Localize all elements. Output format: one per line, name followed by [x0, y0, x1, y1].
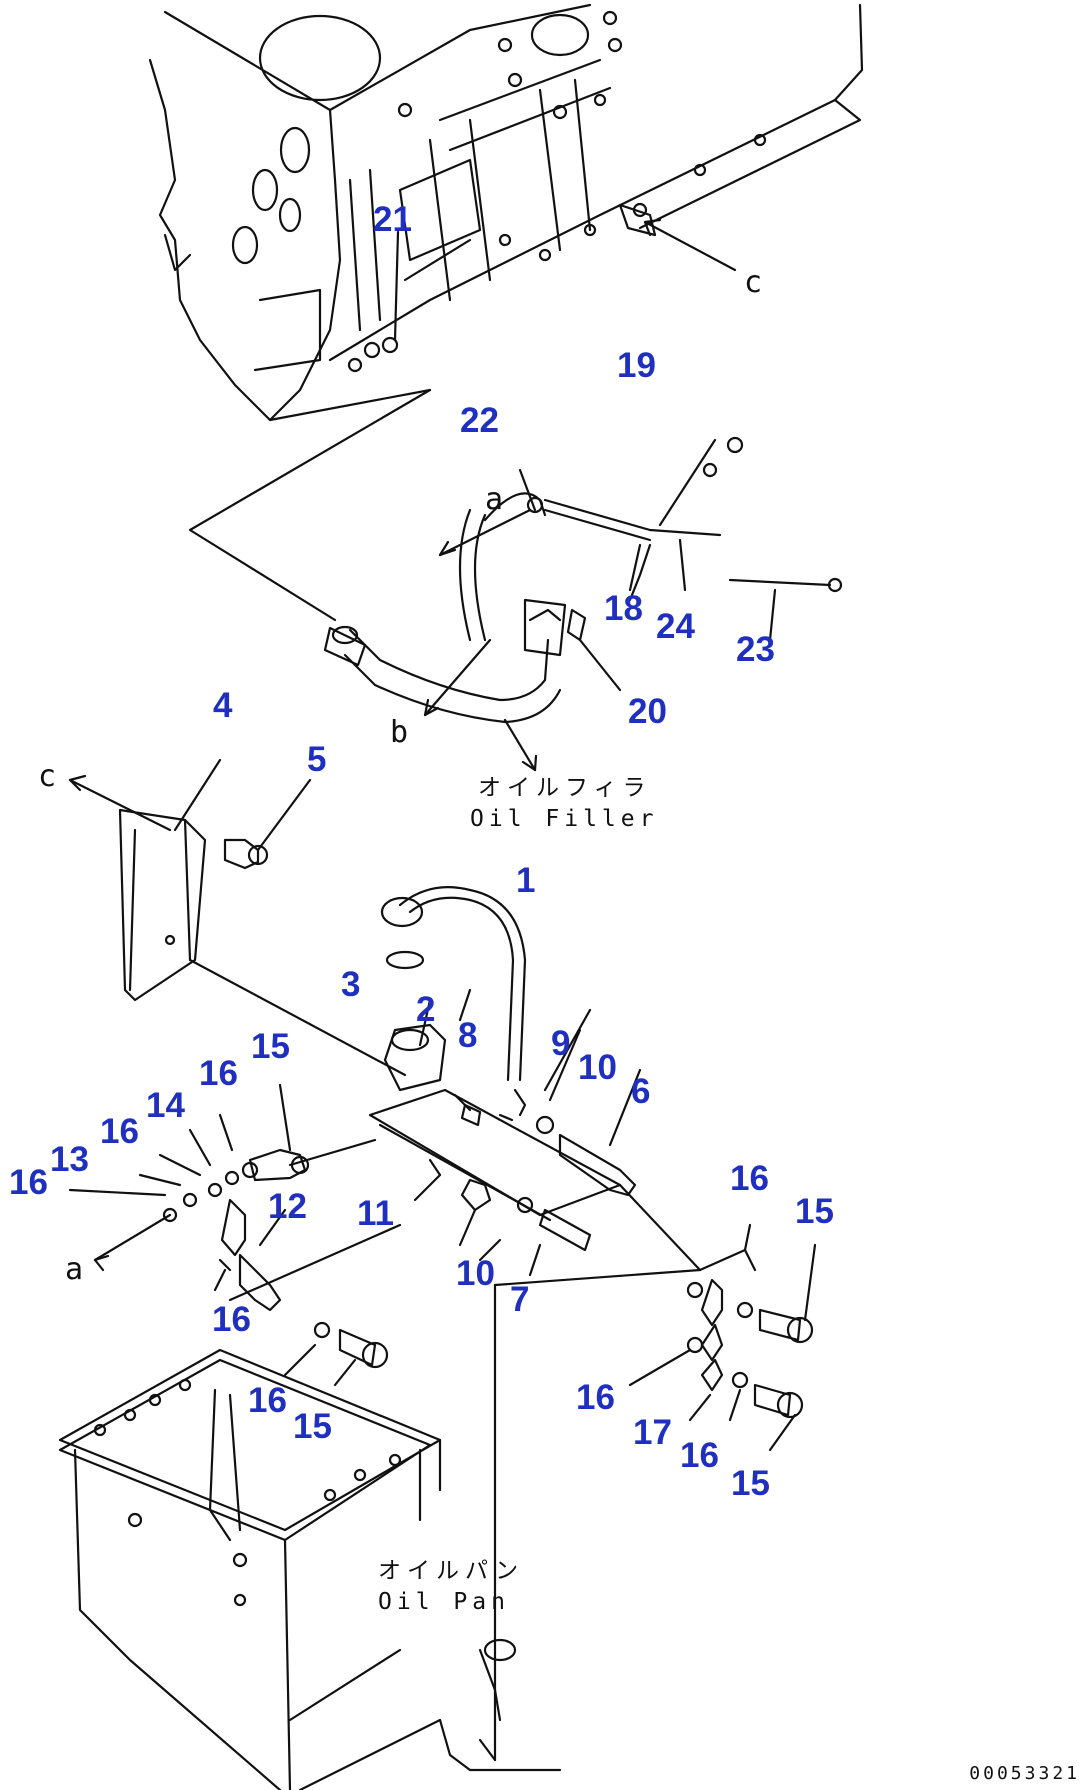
callout-16-lower-left: 16 — [212, 1300, 251, 1339]
ref-letter-a-top: a — [485, 482, 504, 517]
oil-pan-label-jp: オイルパン — [378, 1558, 525, 1584]
callout-10-lower: 10 — [456, 1254, 495, 1293]
ref-letter-b: b — [390, 715, 409, 750]
callout-17: 17 — [633, 1413, 672, 1452]
callout-16-far-left: 16 — [9, 1163, 48, 1202]
callout-13: 13 — [50, 1140, 89, 1179]
ref-letter-c-right: c — [744, 265, 763, 300]
callout-6: 6 — [631, 1072, 651, 1111]
callout-16-mid-left: 16 — [100, 1112, 139, 1151]
callout-16-upper-left: 16 — [199, 1054, 238, 1093]
bracket — [68, 758, 407, 1077]
oil-filler-label-en: Oil Filler — [470, 806, 659, 832]
oil-filler-assembly — [188, 388, 843, 772]
callout-5: 5 — [307, 740, 327, 779]
callout-4: 4 — [213, 686, 233, 725]
ref-letter-a-left: a — [65, 1252, 84, 1287]
callout-16-lower-right: 16 — [576, 1378, 615, 1417]
callout-7: 7 — [510, 1280, 530, 1319]
callout-16-upper-right: 16 — [730, 1159, 769, 1198]
callout-19: 19 — [617, 346, 656, 385]
callout-1: 1 — [516, 861, 536, 900]
callout-11: 11 — [357, 1194, 394, 1233]
callout-15-bottom-right: 15 — [731, 1464, 770, 1503]
callout-9: 9 — [551, 1024, 571, 1063]
callout-10-upper: 10 — [578, 1048, 617, 1087]
callout-24: 24 — [656, 607, 695, 646]
callout-15-bottom-left: 15 — [293, 1407, 332, 1446]
drawing-code: 00053321 — [969, 1763, 1080, 1784]
callout-20: 20 — [628, 692, 667, 731]
callout-23: 23 — [736, 630, 775, 669]
callout-21: 21 — [373, 200, 412, 239]
callout-12: 12 — [268, 1187, 307, 1226]
callout-15-upper-left: 15 — [251, 1027, 290, 1066]
callout-15-upper-right: 15 — [795, 1192, 834, 1231]
callout-22: 22 — [460, 401, 499, 440]
callout-16-bottom-left: 16 — [248, 1381, 287, 1420]
callout-3: 3 — [341, 965, 361, 1004]
callout-2: 2 — [416, 990, 436, 1029]
right-fittings — [478, 1223, 817, 1762]
callout-8: 8 — [458, 1016, 478, 1055]
oil-pump-assembly — [228, 886, 702, 1302]
ref-letter-c-left: c — [38, 759, 57, 794]
callout-14: 14 — [146, 1086, 185, 1125]
oil-pan-label-en: Oil Pan — [378, 1589, 510, 1615]
oil-filler-label-jp: オイルフィラ — [478, 775, 652, 801]
oil-pan — [58, 1348, 562, 1790]
left-fittings — [68, 1083, 389, 1387]
callout-18: 18 — [604, 589, 643, 628]
engine-block — [148, 3, 864, 422]
callout-16-bottom-right: 16 — [680, 1436, 719, 1475]
